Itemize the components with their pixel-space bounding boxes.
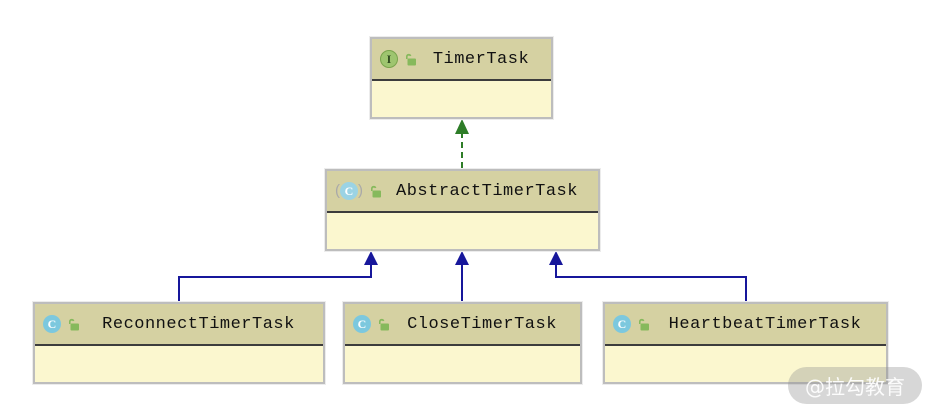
class-header: C CloseTimerTask (345, 304, 580, 346)
class-icon: C (43, 315, 61, 333)
class-box-closetimertask[interactable]: C CloseTimerTask (343, 302, 582, 384)
class-header: I TimerTask (372, 39, 551, 81)
class-body (605, 346, 886, 382)
unlocked-padlock-icon (403, 51, 419, 67)
class-box-timertask[interactable]: I TimerTask (370, 37, 553, 119)
class-name: TimerTask (432, 49, 530, 69)
unlocked-padlock-icon (376, 316, 392, 332)
unlocked-padlock-icon (368, 183, 384, 199)
class-body (345, 346, 580, 382)
interface-icon: I (380, 50, 398, 68)
class-body (372, 81, 551, 117)
abstract-paren-close: ) (358, 182, 363, 199)
watermark-badge: @拉勾教育 (788, 367, 922, 404)
class-header: C HeartbeatTimerTask (605, 304, 886, 346)
unlocked-padlock-icon (636, 316, 652, 332)
edge-generalization-reconnect-to-abstract (178, 251, 378, 302)
class-name: HeartbeatTimerTask (668, 314, 862, 334)
class-header: ( C ) AbstractTimerTask (327, 171, 598, 213)
edge-generalization-close-to-abstract (455, 251, 469, 302)
abstract-paren-open: ( (335, 182, 340, 199)
unlocked-padlock-icon (66, 316, 82, 332)
class-name: AbstractTimerTask (396, 181, 578, 201)
edge-realization-abstract-to-timertask (455, 119, 469, 168)
class-name: CloseTimerTask (407, 314, 557, 334)
class-box-reconnecttimertask[interactable]: C ReconnectTimerTask (33, 302, 325, 384)
class-body (35, 346, 323, 382)
class-header: C ReconnectTimerTask (35, 304, 323, 346)
class-icon: C (613, 315, 631, 333)
class-icon: C (353, 315, 371, 333)
class-box-abstracttimertask[interactable]: ( C ) AbstractTimerTask (325, 169, 600, 251)
abstract-class-icon: C (340, 182, 358, 200)
edge-generalization-heartbeat-to-abstract (549, 251, 747, 302)
class-name: ReconnectTimerTask (102, 314, 295, 334)
class-box-heartbeattimertask[interactable]: C HeartbeatTimerTask (603, 302, 888, 384)
class-body (327, 213, 598, 249)
